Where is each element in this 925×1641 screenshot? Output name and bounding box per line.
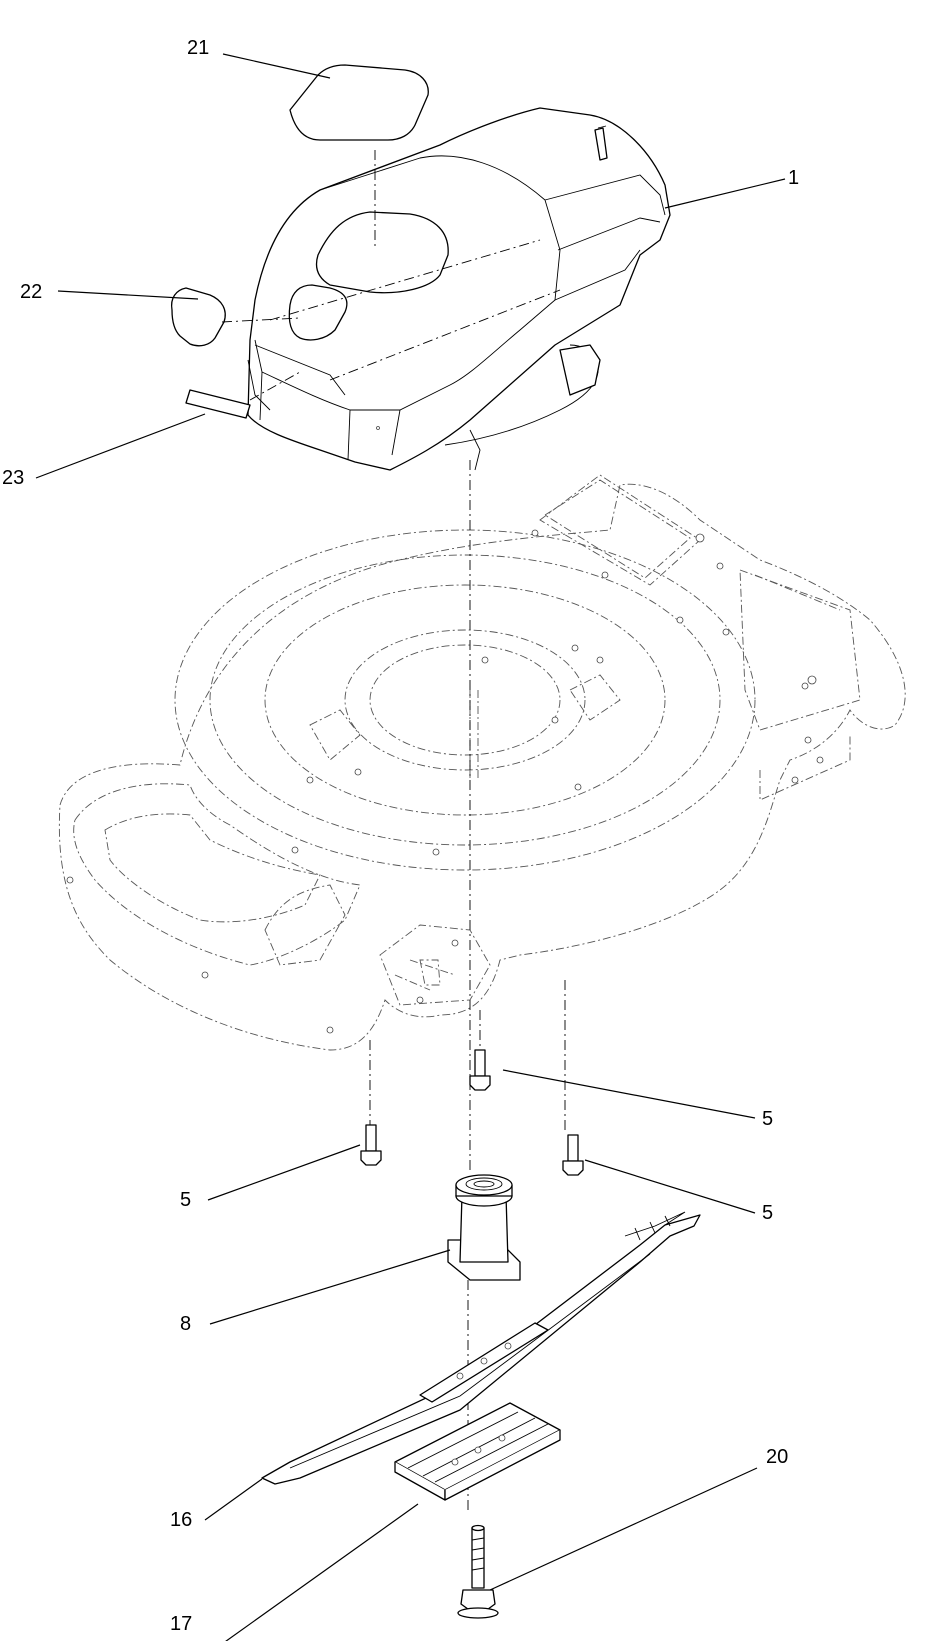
callout-1: 1 xyxy=(788,167,800,189)
deck-bolt xyxy=(469,1049,491,1091)
blade-bolt xyxy=(457,1524,499,1619)
callout-5-center: 5 xyxy=(762,1108,774,1130)
callout-5-left: 5 xyxy=(180,1189,192,1211)
callout-16: 16 xyxy=(170,1509,193,1531)
blade xyxy=(261,1211,701,1485)
deck-bolt xyxy=(360,1124,382,1166)
callout-20: 20 xyxy=(766,1446,789,1468)
blade-stiffener xyxy=(394,1402,561,1501)
callout-5-right: 5 xyxy=(762,1202,774,1224)
top-decal xyxy=(289,64,429,141)
callout-17: 17 xyxy=(170,1613,193,1635)
mower-deck xyxy=(58,474,906,1051)
callout-8: 8 xyxy=(180,1313,192,1335)
logo-strip xyxy=(185,389,251,419)
callout-21: 21 xyxy=(187,37,210,59)
callout-22: 22 xyxy=(20,281,43,303)
callout-23: 23 xyxy=(2,467,25,489)
assembly-axes xyxy=(221,150,566,1510)
leader-lines xyxy=(35,53,786,1641)
front-decal xyxy=(170,287,226,347)
engine-shroud xyxy=(247,107,671,471)
blade-adapter xyxy=(447,1174,521,1281)
deck-bolt xyxy=(562,1134,584,1176)
